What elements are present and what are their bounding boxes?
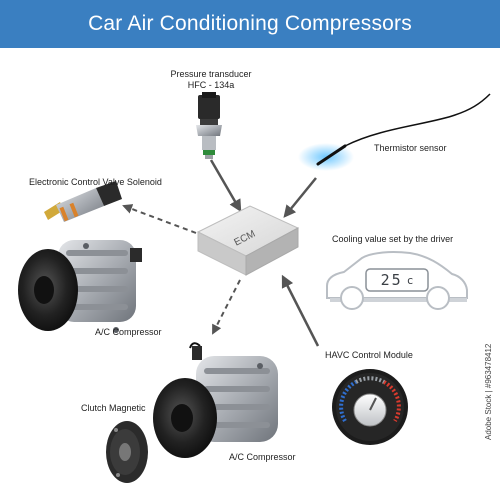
arrow-module-to-ecm [281,274,320,347]
thermistor-sensor-icon [298,93,491,171]
arrow-thermistor-to-ecm [283,177,317,218]
ecm-box [196,205,300,276]
control-module-dial [332,369,408,445]
display-unit: c [406,273,414,287]
compressor-top-icon [18,240,142,333]
side-watermark-text: Adobe Stock | #963478412 [484,343,493,440]
arrow-ecm-to-compressor [212,279,241,335]
compressor-bottom-icon [153,342,278,458]
label-clutch-magnetic: Clutch Magnetic [81,403,146,413]
pressure-transducer-icon [196,92,222,159]
arrow-transducer-to-ecm [209,159,242,213]
label-pressure-transducer: Pressure transducer [170,69,252,79]
label-compressor-bottom: A/C Compressor [229,452,296,462]
page-title: Car Air Conditioning Compressors [88,12,412,35]
label-cooling-value: Cooling value set by the driver [332,234,454,244]
clutch-magnetic-icon [106,421,148,483]
label-compressor-top: A/C Compressor [95,327,162,337]
header-bar: Car Air Conditioning Compressors [0,0,500,48]
label-pressure-transducer-sub: HFC - 134a [187,80,235,90]
valve-solenoid-icon [44,181,122,222]
label-thermistor-sensor: Thermistor sensor [374,143,447,153]
arrows [122,159,320,347]
label-control-module: HAVC Control Module [325,350,413,360]
display-value: 25 [380,271,403,289]
temperature-display: 25 c [366,270,428,290]
arrow-ecm-to-solenoid [122,204,197,234]
car-icon [326,251,468,310]
label-valve-solenoid: Electronic Control Valve Solenoid [29,177,162,187]
